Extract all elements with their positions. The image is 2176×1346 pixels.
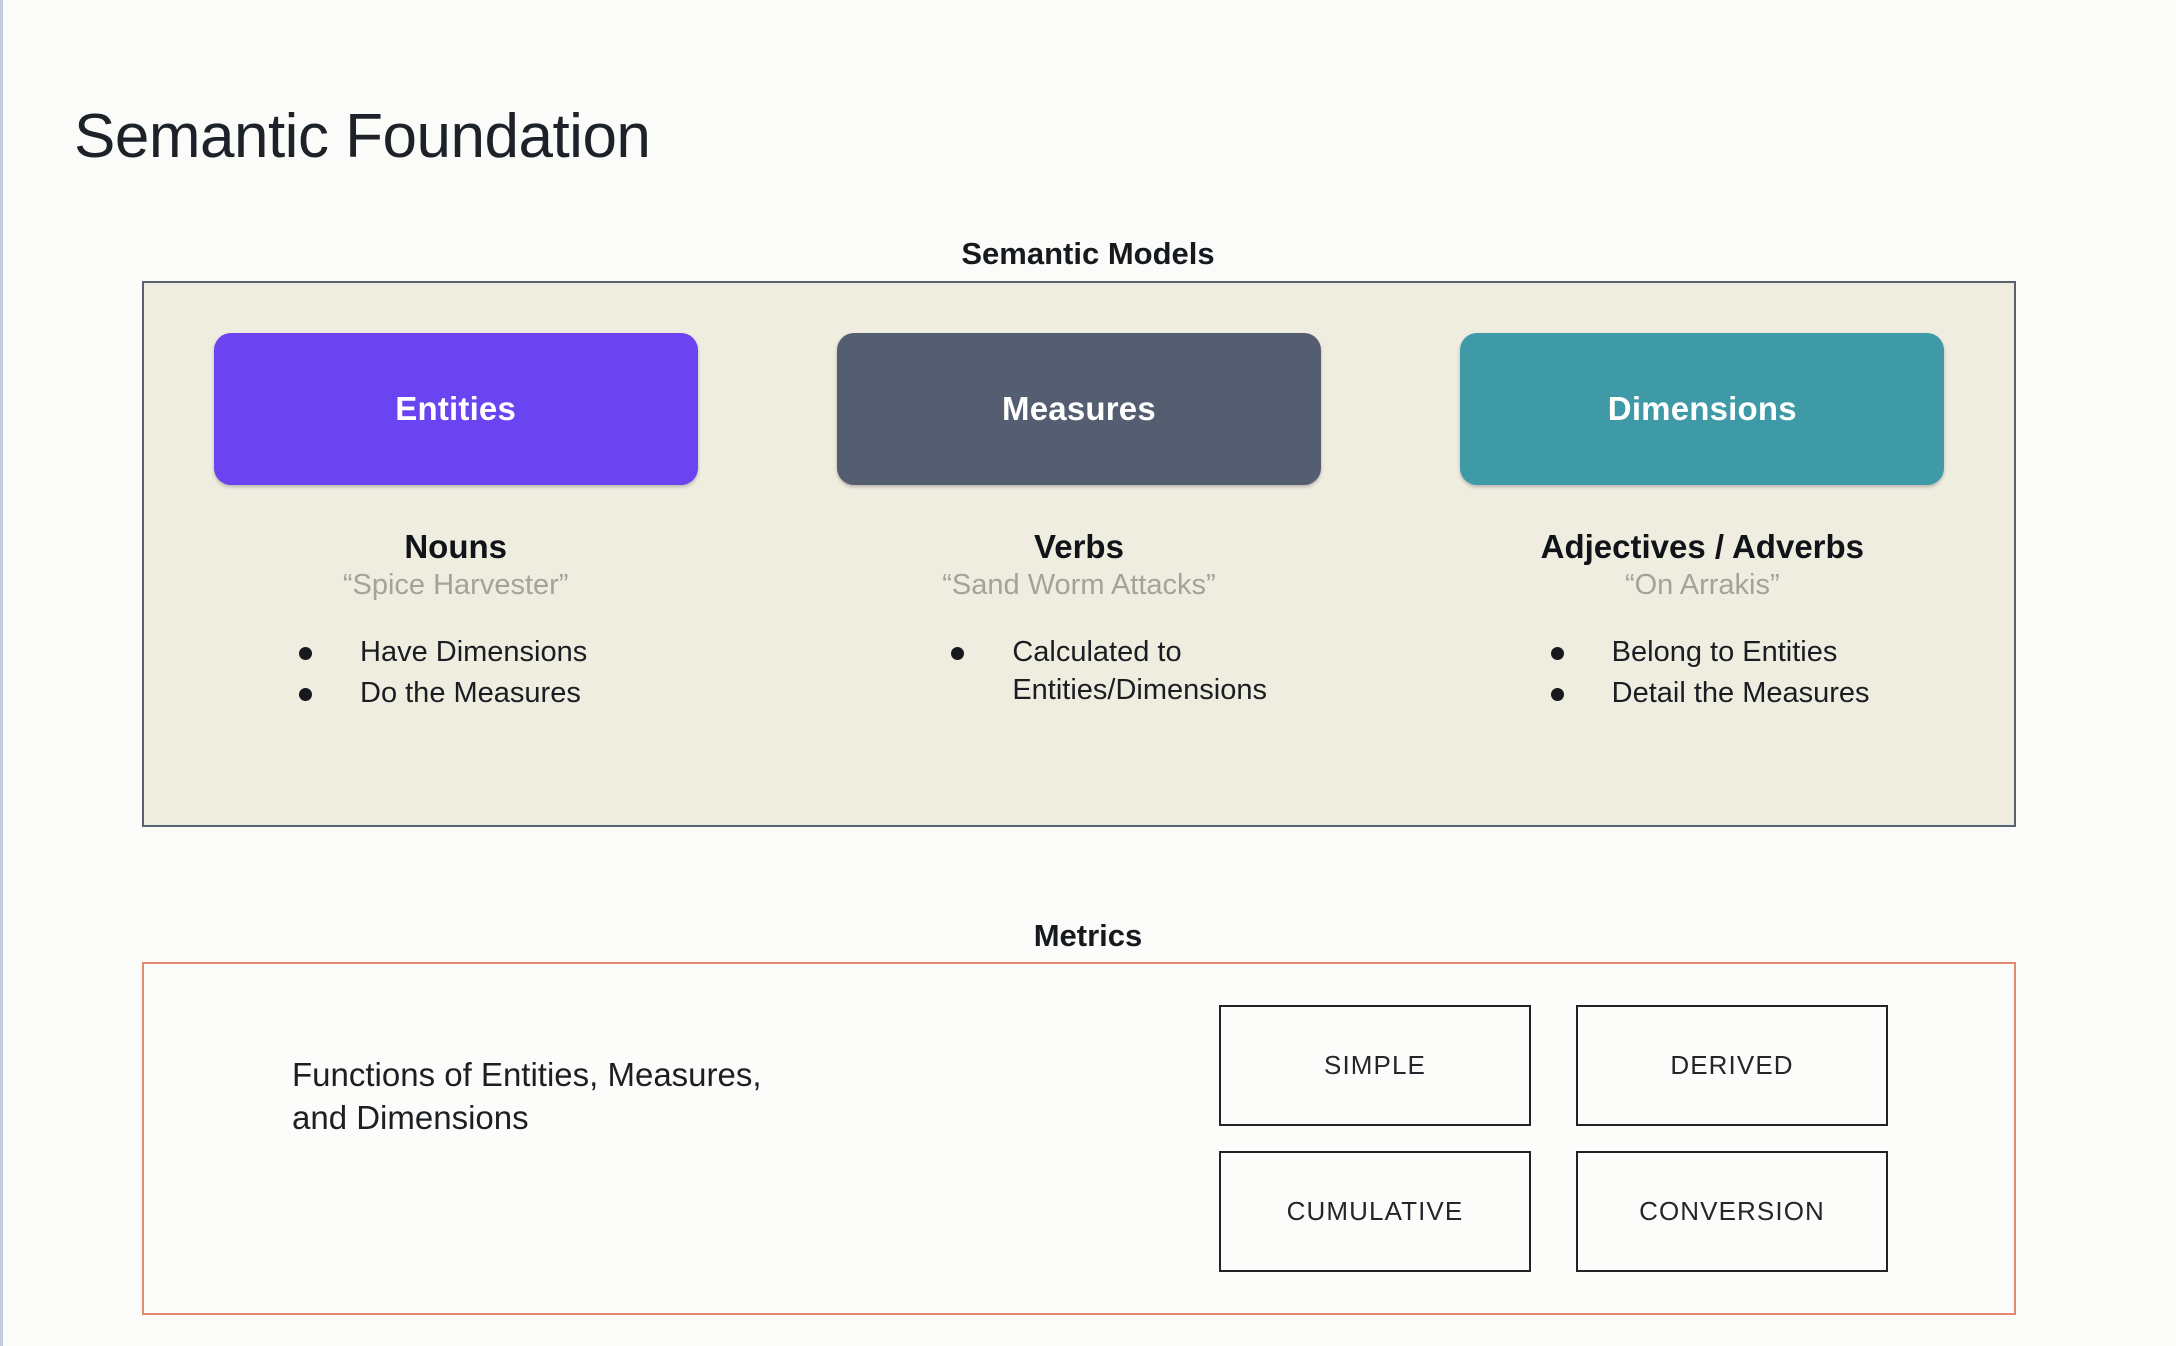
- bullet-dot-icon: [951, 646, 965, 660]
- list-item: Belong to Entities: [1550, 633, 1838, 671]
- metric-box-cumulative[interactable]: CUMULATIVE: [1219, 1151, 1531, 1272]
- dimensions-part-of-speech: Adjectives / Adverbs: [1540, 528, 1865, 565]
- dimensions-bullet-1: Detail the Measures: [1611, 676, 1870, 709]
- semantic-column-dimensions: Dimensions Adjectives / Adverbs “On Arra…: [1391, 283, 2014, 825]
- entities-bullet-list: Have Dimensions Do the Measures: [144, 633, 767, 716]
- semantic-models-columns: Entities Nouns “Spice Harvester” Have Di…: [144, 283, 2014, 825]
- metrics-description: Functions of Entities, Measures, and Dim…: [292, 1056, 762, 1136]
- dimensions-pill[interactable]: Dimensions: [1460, 333, 1945, 485]
- measures-part-of-speech: Verbs: [1034, 528, 1124, 565]
- metric-box-conversion[interactable]: CONVERSION: [1576, 1151, 1888, 1272]
- measures-bullet-0: Calculated to Entities/Dimensions: [1012, 635, 1267, 706]
- dimensions-example-phrase: “On Arrakis”: [1624, 569, 1780, 602]
- entities-pill[interactable]: Entities: [213, 333, 698, 485]
- left-edge-rule: [0, 0, 3, 1346]
- bullet-dot-icon: [1550, 687, 1564, 701]
- measures-bullet-list: Calculated to Entities/Dimensions: [767, 633, 1390, 713]
- metrics-panel: Functions of Entities, Measures, and Dim…: [142, 962, 2016, 1315]
- bullet-dot-icon: [299, 687, 312, 701]
- semantic-column-entities: Entities Nouns “Spice Harvester” Have Di…: [144, 283, 767, 825]
- metric-box-simple[interactable]: SIMPLE: [1219, 1005, 1531, 1126]
- entities-bullet-1: Do the Measures: [360, 676, 581, 709]
- list-item: Calculated to Entities/Dimensions: [951, 633, 1267, 710]
- semantic-models-panel: Entities Nouns “Spice Harvester” Have Di…: [142, 281, 2016, 827]
- measures-pill[interactable]: Measures: [836, 333, 1321, 485]
- list-item: Have Dimensions: [299, 633, 587, 671]
- measures-example-phrase: “Sand Worm Attacks”: [942, 569, 1216, 602]
- dimensions-bullet-0: Belong to Entities: [1611, 635, 1838, 668]
- list-item: Detail the Measures: [1550, 674, 1870, 712]
- list-item: Do the Measures: [299, 674, 581, 712]
- bullet-dot-icon: [299, 646, 312, 660]
- metrics-type-grid: SIMPLE DERIVED CUMULATIVE CONVERSION: [1219, 1005, 1888, 1272]
- page-title: Semantic Foundation: [74, 101, 651, 171]
- semantic-models-caption: Semantic Models: [961, 236, 1215, 271]
- entities-part-of-speech: Nouns: [404, 528, 507, 565]
- dimensions-bullet-list: Belong to Entities Detail the Measures: [1391, 633, 2014, 716]
- entities-example-phrase: “Spice Harvester”: [342, 569, 569, 602]
- bullet-dot-icon: [1550, 646, 1564, 660]
- semantic-column-measures: Measures Verbs “Sand Worm Attacks” Calcu…: [767, 283, 1390, 825]
- metrics-caption: Metrics: [1033, 918, 1143, 953]
- metric-box-derived[interactable]: DERIVED: [1576, 1005, 1888, 1126]
- entities-bullet-0: Have Dimensions: [360, 635, 588, 668]
